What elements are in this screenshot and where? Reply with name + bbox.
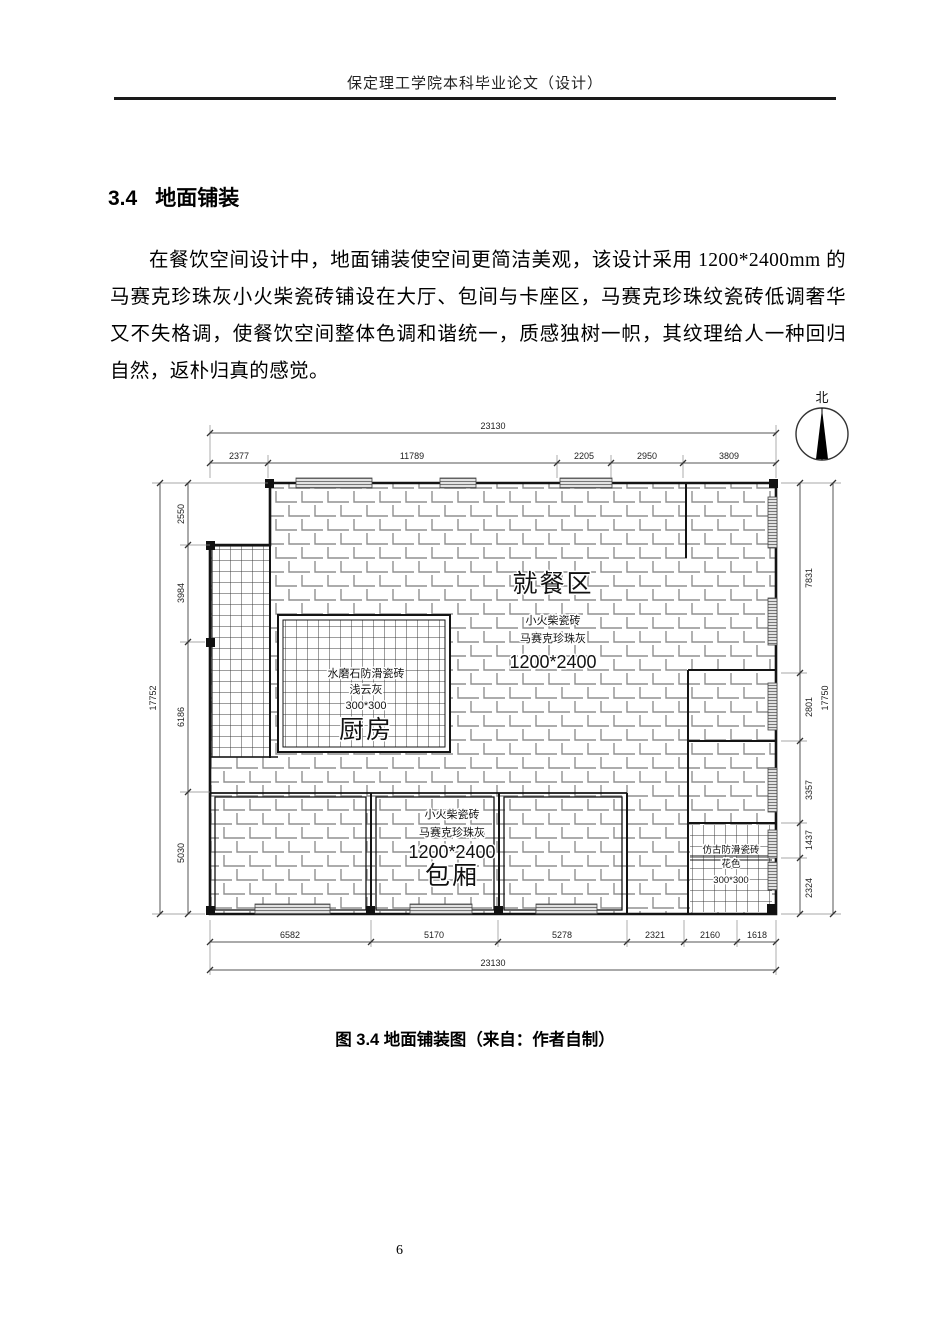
extension-lines bbox=[152, 425, 841, 975]
window-top-2 bbox=[439, 477, 477, 489]
dim-bottom-seg: 5278 bbox=[552, 930, 572, 940]
kitchen-outer-wall bbox=[277, 614, 451, 753]
windows bbox=[254, 477, 778, 915]
dining-tile-note-1: 小火柴瓷砖 bbox=[526, 613, 581, 627]
dim-bottom-seg: 1618 bbox=[747, 930, 767, 940]
dimension-labels: 23130 2377 11789 2205 2950 3809 6582 517… bbox=[147, 420, 831, 969]
window-right-1 bbox=[767, 496, 778, 549]
kitchen-tile-note-2: 浅云灰 bbox=[350, 682, 383, 696]
private-tile-note-2: 马赛克珍珠灰 bbox=[419, 825, 485, 839]
dim-bottom-seg: 5170 bbox=[424, 930, 444, 940]
floor-fills bbox=[210, 483, 776, 914]
dim-top-seg: 2205 bbox=[574, 451, 594, 461]
dim-bottom-seg: 2321 bbox=[645, 930, 665, 940]
dim-ticks bbox=[156, 429, 837, 974]
dim-top-seg: 11789 bbox=[400, 451, 424, 461]
dimension-lines bbox=[152, 425, 841, 975]
dim-left-total: 17752 bbox=[148, 685, 158, 710]
floor-plan-svg: 23130 2377 11789 2205 2950 3809 6582 517… bbox=[147, 389, 849, 975]
kitchen-tile-note-1: 水磨石防滑瓷砖 bbox=[328, 666, 405, 680]
window-right-6 bbox=[767, 861, 778, 891]
column bbox=[366, 906, 375, 915]
dim-bottom-total: 23130 bbox=[480, 958, 505, 968]
section-title: 地面铺装 bbox=[155, 187, 240, 210]
kitchen-inner-wall bbox=[282, 619, 446, 748]
antique-tile-note-2: 花色 bbox=[721, 858, 741, 870]
room-labels: 就餐区 小火柴瓷砖 马赛克珍珠灰 1200*2400 水磨石防滑瓷砖 浅云灰 3… bbox=[326, 569, 761, 892]
annex-floor-grid-lines bbox=[211, 545, 271, 758]
kitchen-room-label: 厨房 bbox=[339, 716, 393, 744]
dim-right-total: 17750 bbox=[820, 685, 830, 710]
kitchen-floor-grid bbox=[283, 620, 445, 747]
north-arrow: 北 bbox=[795, 389, 849, 461]
section-number: 3.4 bbox=[108, 187, 138, 210]
column bbox=[206, 541, 215, 550]
private-tile-size: 1200*2400 bbox=[408, 842, 495, 862]
dining-tile-size: 1200*2400 bbox=[509, 652, 596, 672]
figure-caption: 图 3.4 地面铺装图（来自：作者自制） bbox=[335, 1031, 615, 1049]
dim-right-seg: 1437 bbox=[804, 830, 814, 850]
private-tile-note-1: 小火柴瓷砖 bbox=[425, 807, 480, 821]
dining-floor-brick bbox=[210, 483, 776, 914]
private-room-label: 包厢 bbox=[425, 862, 479, 890]
window-top-1 bbox=[295, 477, 373, 489]
column bbox=[494, 906, 503, 915]
window-bottom-1 bbox=[254, 903, 331, 915]
north-label: 北 bbox=[815, 390, 828, 405]
window-bottom-2 bbox=[409, 903, 473, 915]
dim-left-seg: 2550 bbox=[176, 504, 186, 524]
dim-right-seg: 7831 bbox=[804, 568, 814, 588]
page-number: 6 bbox=[396, 1243, 403, 1258]
kitchen-tile-size: 300*300 bbox=[346, 700, 387, 712]
dim-bottom-seg: 6582 bbox=[280, 930, 300, 940]
column bbox=[206, 638, 215, 647]
window-right-2 bbox=[767, 597, 778, 646]
floor-plan-figure: 23130 2377 11789 2205 2950 3809 6582 517… bbox=[130, 380, 870, 1000]
dim-right-seg: 3357 bbox=[804, 780, 814, 800]
section-heading: 3.4 地面铺装 bbox=[108, 182, 239, 212]
window-bottom-3 bbox=[535, 903, 598, 915]
dim-top-seg: 2377 bbox=[229, 451, 249, 461]
antique-floor-grid bbox=[690, 825, 772, 912]
window-right-3 bbox=[767, 682, 778, 731]
dim-top-seg: 3809 bbox=[719, 451, 739, 461]
window-right-5 bbox=[767, 829, 778, 859]
dim-top-seg: 2950 bbox=[637, 451, 657, 461]
dim-bottom-seg: 2160 bbox=[700, 930, 720, 940]
window-right-4 bbox=[767, 767, 778, 813]
dim-right-seg: 2801 bbox=[804, 697, 814, 717]
dim-left-seg: 3984 bbox=[176, 583, 186, 603]
dim-left-seg: 5030 bbox=[176, 843, 186, 863]
dining-tile-note-2: 马赛克珍珠灰 bbox=[520, 631, 586, 645]
column bbox=[767, 904, 777, 914]
dim-top-total: 23130 bbox=[480, 421, 505, 431]
column bbox=[206, 906, 215, 915]
dim-left-seg: 6186 bbox=[176, 707, 186, 727]
header-rule bbox=[114, 97, 836, 100]
page-header: 保定理工学院本科毕业论文（设计） bbox=[346, 76, 603, 92]
antique-tile-note-1: 仿古防滑瓷砖 bbox=[702, 844, 760, 856]
dim-right-seg: 2324 bbox=[804, 878, 814, 898]
columns bbox=[206, 479, 778, 915]
body-paragraph: 在餐饮空间设计中，地面铺装使空间更简洁美观，该设计采用 1200*2400mm … bbox=[110, 249, 846, 382]
column bbox=[769, 479, 778, 488]
dining-room-label: 就餐区 bbox=[512, 570, 593, 598]
column bbox=[265, 479, 274, 488]
antique-tile-size: 300*300 bbox=[713, 875, 748, 886]
window-top-3 bbox=[559, 477, 613, 489]
